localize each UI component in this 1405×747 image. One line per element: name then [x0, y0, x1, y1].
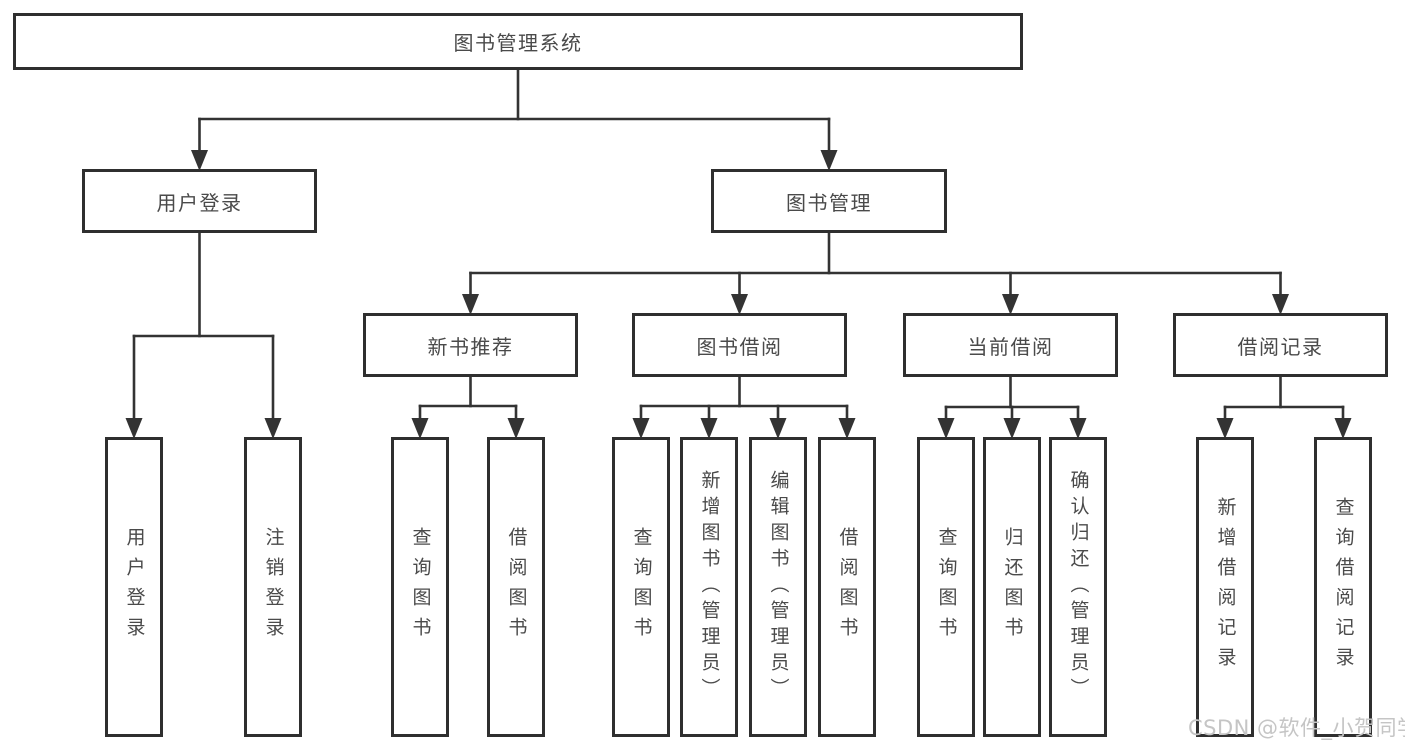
arrowhead-icon [507, 418, 525, 439]
node-label: 图书管理系统 [453, 31, 583, 55]
node-v-add-book: 新增图书（管理员） [680, 437, 738, 737]
node-label: 查询图书 [935, 527, 958, 647]
node-v-borrow-book-2: 借阅图书 [818, 437, 876, 737]
node-label: 确认归还（管理员） [1067, 470, 1090, 704]
node-label: 新增图书（管理员） [698, 470, 721, 704]
node-v-user-login: 用户登录 [105, 437, 163, 737]
arrowhead-icon [1272, 294, 1289, 315]
node-label: 查询图书 [409, 527, 432, 647]
node-v-add-record: 新增借阅记录 [1196, 437, 1254, 737]
node-book-borrow: 图书借阅 [632, 313, 847, 377]
arrowhead-icon [191, 150, 208, 171]
node-label: 借阅图书 [836, 527, 859, 647]
arrowhead-icon [1216, 418, 1234, 439]
arrowhead-icon [700, 418, 718, 439]
node-v-edit-book: 编辑图书（管理员） [749, 437, 807, 737]
node-user-login: 用户登录 [82, 169, 317, 233]
node-label: 图书管理 [786, 190, 872, 215]
node-book-mgmt: 图书管理 [711, 169, 947, 233]
node-label: 借阅记录 [1237, 334, 1324, 359]
node-v-query-book-3: 查询图书 [917, 437, 975, 737]
node-label: 编辑图书（管理员） [767, 470, 790, 704]
node-borrow-records: 借阅记录 [1173, 313, 1388, 377]
node-current-borrow: 当前借阅 [903, 313, 1118, 377]
node-label: 用户登录 [156, 190, 243, 215]
node-new-book-rec: 新书推荐 [363, 313, 578, 377]
node-root: 图书管理系统 [13, 13, 1023, 70]
arrowhead-icon [1002, 294, 1019, 315]
arrowhead-icon [632, 418, 650, 439]
arrowhead-icon [838, 418, 856, 439]
arrowhead-icon [820, 150, 838, 171]
watermark: CSDN @软件_小贺同学 [1188, 716, 1405, 740]
node-label: 归还图书 [1001, 527, 1024, 647]
arrowhead-icon [769, 418, 787, 439]
node-v-borrow-book-1: 借阅图书 [487, 437, 545, 737]
node-v-query-record: 查询借阅记录 [1314, 437, 1372, 737]
node-label: 注销登录 [262, 527, 285, 647]
node-label: 当前借阅 [967, 334, 1054, 359]
node-label: 查询图书 [630, 527, 653, 647]
arrowhead-icon [1334, 418, 1352, 439]
arrowhead-icon [264, 418, 282, 439]
node-v-query-book-1: 查询图书 [391, 437, 449, 737]
node-v-logout: 注销登录 [244, 437, 302, 737]
node-v-query-book-2: 查询图书 [612, 437, 670, 737]
node-v-confirm-return: 确认归还（管理员） [1049, 437, 1107, 737]
arrowhead-icon [1069, 418, 1087, 439]
arrowhead-icon [937, 418, 955, 439]
arrowhead-icon [731, 294, 748, 315]
node-label: 用户登录 [123, 527, 146, 647]
node-label: 查询借阅记录 [1332, 497, 1355, 677]
node-label: 借阅图书 [505, 527, 528, 647]
node-label: 新增借阅记录 [1214, 497, 1237, 677]
arrowhead-icon [411, 418, 429, 439]
arrowhead-icon [125, 418, 143, 439]
node-v-return-book: 归还图书 [983, 437, 1041, 737]
arrowhead-icon [462, 294, 479, 315]
node-label: 新书推荐 [427, 334, 514, 359]
arrowhead-icon [1003, 418, 1021, 439]
node-label: 图书借阅 [696, 334, 783, 359]
